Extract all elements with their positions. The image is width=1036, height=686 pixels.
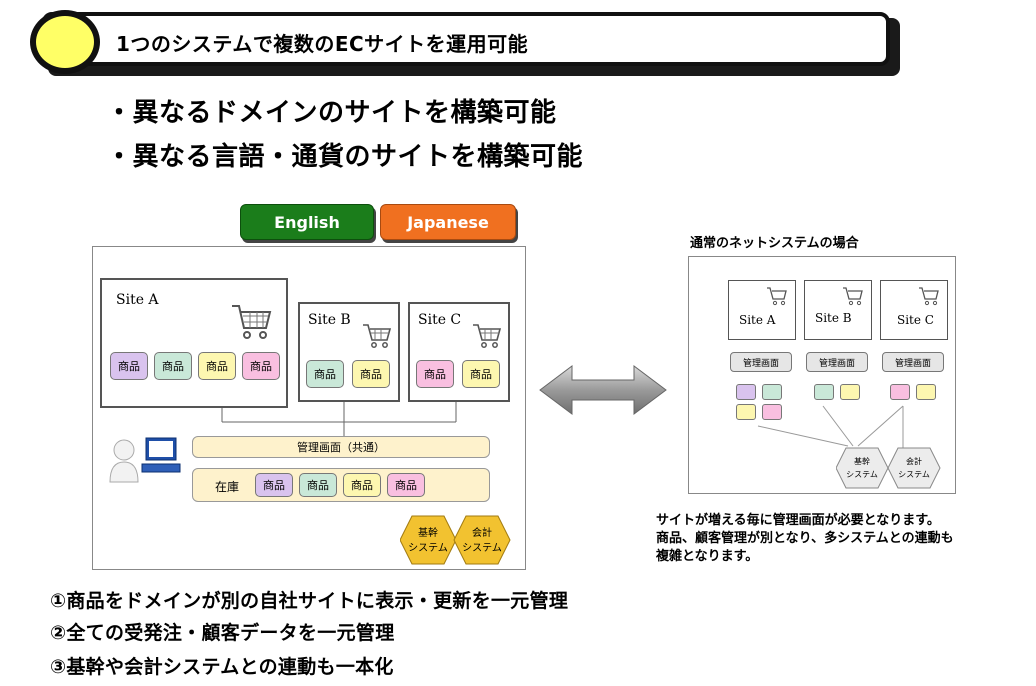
core-system-label-2: システム: [408, 542, 448, 554]
admin-user-icon: [109, 437, 181, 483]
product-mini-chip: [762, 384, 782, 400]
site-b-card: Site B 商品 商品: [298, 302, 400, 402]
bullet-domain: ・異なるドメインのサイトを構築可能: [106, 98, 557, 128]
shared-admin-bar: 管理画面（共通）: [192, 436, 490, 458]
site-b-label: Site B: [308, 312, 351, 328]
core-system-hexagon: [400, 515, 457, 565]
right-site-c-label: Site C: [897, 313, 934, 327]
product-chip: 商品: [154, 352, 192, 380]
right-system-hexagons: 基幹 システム 会計 システム: [836, 447, 941, 489]
cart-icon: [473, 324, 502, 348]
banner-circle-icon: [30, 10, 100, 74]
inventory-bar: 在庫 商品 商品 商品 商品: [192, 468, 490, 502]
product-mini-chip: [814, 384, 834, 400]
left-system-hexagons: 基幹 システム 会計 システム: [400, 515, 511, 565]
product-chip: 商品: [306, 360, 344, 388]
benefit-3: ③基幹や会計システムとの連動も一本化: [50, 656, 394, 678]
benefit-1: ①商品をドメインが別の自社サイトに表示・更新を一元管理: [50, 590, 569, 612]
accounting-system-hexagon: [887, 447, 941, 489]
product-chip: 商品: [462, 360, 500, 388]
inventory-chip: 商品: [343, 473, 381, 497]
cart-icon: [843, 287, 863, 306]
product-mini-chip: [890, 384, 910, 400]
right-site-a-label: Site A: [739, 313, 776, 327]
product-chip: 商品: [110, 352, 148, 380]
inventory-chip: 商品: [387, 473, 425, 497]
inventory-chip: 商品: [255, 473, 293, 497]
accounting-system-label-2: システム: [898, 470, 930, 479]
product-mini-chip: [916, 384, 936, 400]
double-arrow-icon: [539, 365, 667, 415]
core-system-hexagon: [836, 447, 889, 489]
product-mini-chip: [840, 384, 860, 400]
left-connectors: [221, 402, 457, 436]
right-site-b-card: Site B: [804, 280, 872, 340]
inventory-label: 在庫: [215, 480, 240, 494]
cart-icon: [919, 287, 939, 306]
admin-box-c: 管理画面: [882, 352, 944, 372]
right-site-c-card: Site C: [880, 280, 948, 340]
product-mini-chip: [762, 404, 782, 420]
site-c-card: Site C 商品 商品: [408, 302, 510, 402]
accounting-system-label-1: 会計: [906, 456, 922, 466]
cart-icon: [767, 287, 787, 306]
cart-icon: [363, 324, 392, 348]
benefit-2: ②全ての受発注・顧客データを一元管理: [50, 622, 395, 644]
core-system-label-1: 基幹: [854, 456, 870, 466]
japanese-button[interactable]: Japanese: [380, 204, 516, 240]
banner-box: [42, 12, 890, 66]
unified-system-panel: [92, 246, 526, 570]
product-mini-chip: [736, 384, 756, 400]
admin-box-b: 管理画面: [806, 352, 868, 372]
caption-line-3: 複雑となります。: [656, 549, 759, 564]
inventory-chip: 商品: [299, 473, 337, 497]
banner-title: 1つのシステムで複数のECサイトを運用可能: [116, 32, 529, 56]
product-chip: 商品: [242, 352, 280, 380]
right-connectors: [757, 405, 904, 448]
admin-box-a: 管理画面: [730, 352, 792, 372]
product-mini-chip: [736, 404, 756, 420]
core-system-label-2: システム: [846, 470, 878, 479]
accounting-system-hexagon: [453, 515, 511, 565]
english-button[interactable]: English: [240, 204, 374, 240]
accounting-system-label-2: システム: [462, 542, 502, 554]
cart-icon: [232, 305, 272, 339]
product-chip: 商品: [416, 360, 454, 388]
caption-line-1: サイトが増える毎に管理画面が必要となります。: [656, 513, 940, 528]
site-a-card: Site A 商品 商品 商品 商品: [100, 278, 288, 408]
right-title: 通常のネットシステムの場合: [690, 236, 859, 251]
accounting-system-label-1: 会計: [472, 526, 492, 539]
site-c-label: Site C: [418, 312, 462, 328]
core-system-label-1: 基幹: [418, 526, 438, 539]
caption-line-2: 商品、顧客管理が別となり、多システムとの連動も: [656, 531, 954, 546]
right-site-a-card: Site A: [728, 280, 796, 340]
right-site-b-label: Site B: [815, 311, 852, 325]
site-a-label: Site A: [116, 292, 159, 308]
bullet-language: ・異なる言語・通貨のサイトを構築可能: [106, 142, 584, 172]
product-chip: 商品: [198, 352, 236, 380]
header-banner: 1つのシステムで複数のECサイトを運用可能: [12, 8, 900, 76]
product-chip: 商品: [352, 360, 390, 388]
